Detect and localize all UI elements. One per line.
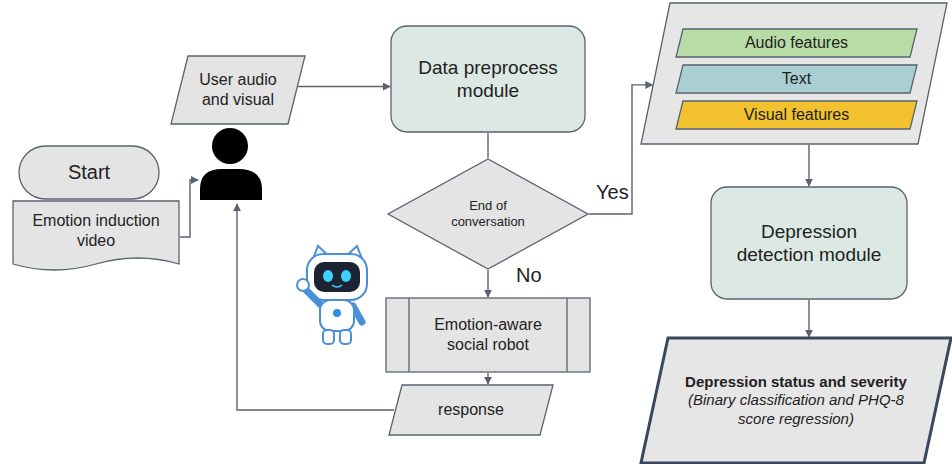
robot-light <box>333 309 341 317</box>
connector <box>487 373 488 384</box>
process-box: Depression detection module <box>710 186 908 300</box>
feature-stack: Audio featuresTextVisual features <box>640 2 948 145</box>
node-text: End of conversation <box>433 198 543 230</box>
shape-outline <box>386 298 590 372</box>
decision-diamond: End of conversation <box>387 158 589 270</box>
node-text: Depression status and severity <box>685 373 907 391</box>
output-box: response <box>388 384 554 436</box>
node-text: Visual features <box>744 105 850 125</box>
feature-bar: Visual features <box>675 100 918 130</box>
robot-eye <box>323 270 333 282</box>
document-box: Emotion induction video <box>12 200 180 274</box>
process-box-outline <box>710 186 908 300</box>
robot-leg <box>323 330 334 344</box>
robot-body <box>320 300 354 331</box>
connector <box>298 86 390 87</box>
node-text: User audio and visual <box>190 70 286 109</box>
input-box-outline <box>170 55 306 125</box>
shape-outline <box>13 201 179 270</box>
process-bar <box>566 298 567 372</box>
node-text: Data preprocess module <box>400 56 576 102</box>
node-text: Start <box>68 160 110 184</box>
user-head <box>212 128 248 164</box>
shape-outline <box>641 3 947 144</box>
connector <box>808 145 809 186</box>
robot-eye <box>341 270 351 282</box>
start-terminal: Start <box>18 145 160 200</box>
robot-arm <box>306 290 322 306</box>
shape-outline <box>171 56 305 124</box>
process-box: Data preprocess module <box>390 25 586 133</box>
node-text: Depression detection module <box>720 220 898 266</box>
predefined-process-box-outline <box>385 297 591 373</box>
shape-outline <box>676 101 917 129</box>
robot-hand <box>297 279 309 291</box>
shape-outline <box>676 65 917 93</box>
edge-label: Yes <box>594 181 631 203</box>
shape-outline <box>388 159 588 269</box>
robot-face <box>314 262 360 292</box>
shape-outline <box>676 29 917 57</box>
node-text: Emotion-aware social robot <box>415 315 561 354</box>
robot-leg <box>340 330 351 344</box>
connector <box>487 133 488 158</box>
node-text: response <box>438 400 504 420</box>
robot-illustration <box>297 246 367 344</box>
video-to-user-arrow <box>180 180 198 237</box>
connector <box>487 270 488 297</box>
result-box: Depression status and severity(Binary cl… <box>640 337 952 464</box>
feature-bar: Text <box>675 64 918 94</box>
robot-head <box>307 254 367 300</box>
connector <box>589 85 653 214</box>
edge-label: No <box>514 264 544 286</box>
user-icon <box>200 128 262 200</box>
node-text: Emotion induction video <box>20 211 172 250</box>
shape-outline <box>641 338 951 463</box>
shape-outline <box>389 385 553 435</box>
shape-outline <box>391 26 585 132</box>
shape-outline <box>19 146 159 199</box>
node-text: Audio features <box>745 33 848 53</box>
shape-outline <box>711 187 907 299</box>
node-text: (Binary classification and PHQ-8 score r… <box>676 391 916 428</box>
connector <box>808 300 809 337</box>
process-box-outline <box>390 25 586 133</box>
input-box: User audio and visual <box>170 55 306 125</box>
node-text: Text <box>782 69 811 89</box>
predefined-process-box: Emotion-aware social robot <box>385 297 591 373</box>
response-to-user-arrow <box>237 204 394 410</box>
feature-bar: Audio features <box>675 28 918 58</box>
process-bar <box>408 298 409 372</box>
robot-mouth <box>332 285 342 287</box>
user-body <box>200 169 262 200</box>
